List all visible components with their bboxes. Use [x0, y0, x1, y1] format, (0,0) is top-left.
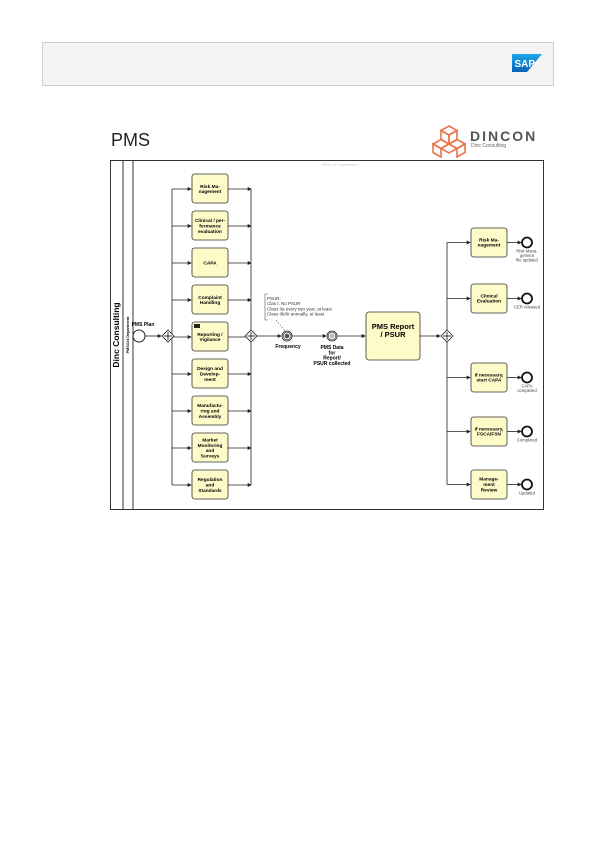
sap-logo: SAP — [512, 54, 542, 72]
end-event-label: Updated — [519, 491, 536, 496]
end-event-label: Completed — [517, 438, 538, 443]
start-event-label: PMS Plan — [132, 322, 155, 328]
right-task-label: If necessary,FSCA/FSN — [475, 426, 504, 437]
right-task-label: If necessary,start CAPA — [475, 372, 504, 383]
left-task: CAPA — [191, 247, 229, 278]
end-event-label: CER released — [514, 305, 541, 310]
right-task: If necessary,FSCA/FSN — [470, 416, 508, 447]
end-event: Completed — [517, 425, 538, 443]
company-subtitle: Dinc Consulting — [471, 143, 507, 149]
right-split-gateway — [440, 329, 454, 343]
start-event — [132, 329, 146, 343]
page-title: PMS — [111, 130, 151, 150]
left-task: Reporting /Vigilance — [191, 321, 229, 352]
frequency-timer-event — [281, 330, 293, 342]
end-event: CER released — [514, 292, 541, 310]
end-event: Updated — [519, 478, 536, 496]
watermark: PMS 1/4 Department — [321, 162, 359, 167]
header-bar — [42, 42, 554, 86]
data-collected-event — [326, 330, 338, 342]
pms-report-label: PMS Report/ PSUR — [372, 322, 415, 339]
pms-report-task — [365, 311, 421, 361]
join-gateway — [244, 329, 258, 343]
svg-text:SAP: SAP — [515, 59, 536, 70]
left-task-label: CAPA — [203, 261, 217, 267]
pms-process-diagram: PMS 1/4 Department Dinc Consulting PMS/1… — [110, 160, 544, 510]
dincon-logo-icon — [432, 125, 466, 158]
left-task: Risk Ma-nagement — [191, 173, 229, 204]
right-task: If necessary,start CAPA — [470, 362, 508, 393]
split-gateway — [161, 329, 175, 343]
right-task-label: Risk Ma-nagement — [478, 237, 501, 248]
left-task-label: Reporting /Vigilance — [197, 332, 223, 343]
pool-label: Dinc Consulting — [111, 302, 121, 367]
left-task-label: Risk Ma-nagement — [199, 184, 222, 195]
lane-label: PMS/1/4 Department — [126, 316, 130, 353]
company-name: DINCON — [470, 128, 538, 144]
timer-label: Frequency — [275, 344, 301, 350]
right-task: Risk Ma-nagement — [470, 227, 508, 258]
